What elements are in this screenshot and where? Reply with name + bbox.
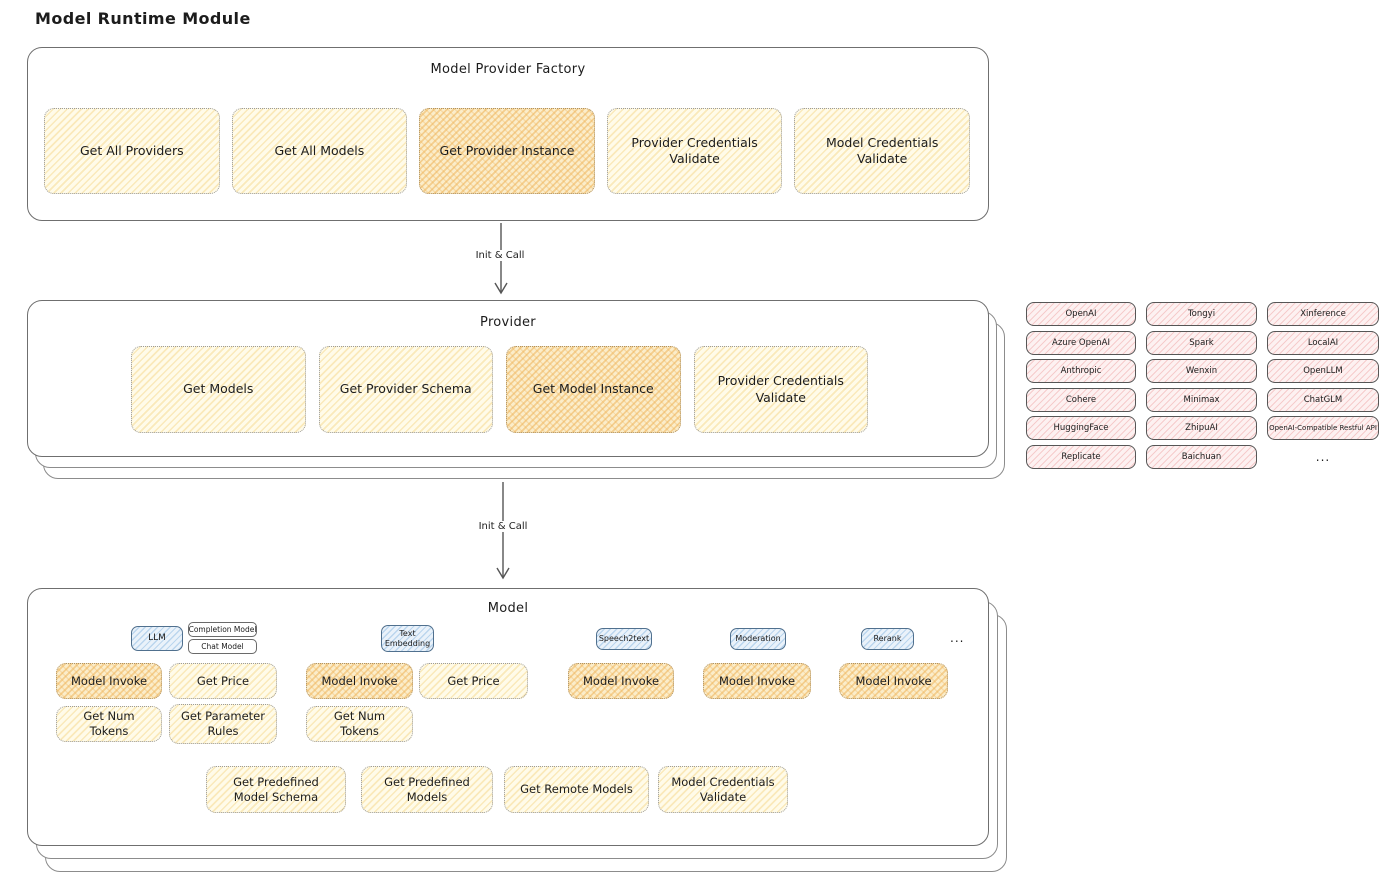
provider-chip-spark: Spark: [1146, 330, 1257, 355]
method-get-provider-schema: Get Provider Schema: [318, 346, 493, 433]
model-container: Model LLM Completion Model Chat Model Te…: [27, 588, 989, 846]
provider-chip-huggingface: HuggingFace: [1026, 416, 1136, 440]
method-get-models: Get Models: [131, 346, 306, 433]
factory-container: Model Provider Factory Get All Providers…: [27, 47, 989, 221]
method-get-all-models: Get All Models: [231, 108, 408, 194]
provider-chip-openai-compatible: OpenAI-Compatible Restful API: [1267, 416, 1379, 440]
method-speech2text-model-invoke: Model Invoke: [568, 663, 674, 699]
method-llm-get-parameter-rules: Get Parameter Rules: [169, 704, 277, 744]
tag-llm: LLM: [131, 626, 183, 651]
init-call-label-1: Init & Call: [470, 250, 530, 261]
provider-chip-tongyi: Tongyi: [1146, 302, 1257, 326]
method-embedding-get-num-tokens: Get Num Tokens: [306, 706, 413, 742]
provider-container: Provider Get Models Get Provider Schema …: [27, 300, 989, 457]
provider-chip-ellipsis: ...: [1315, 449, 1331, 464]
method-llm-model-invoke: Model Invoke: [56, 663, 162, 699]
tag-chat-model: Chat Model: [188, 639, 257, 654]
method-get-predefined-model-schema: Get Predefined Model Schema: [206, 766, 346, 813]
method-get-model-instance: Get Model Instance: [506, 346, 681, 433]
method-get-predefined-models: Get Predefined Models: [361, 766, 493, 813]
method-get-provider-instance: Get Provider Instance: [419, 108, 595, 194]
provider-title: Provider: [480, 315, 536, 330]
method-rerank-model-invoke: Model Invoke: [839, 663, 948, 699]
provider-chip-cohere: Cohere: [1026, 387, 1136, 412]
method-model-credentials-validate-2: Model Credentials Validate: [658, 766, 788, 813]
provider-chip-wenxin: Wenxin: [1146, 359, 1257, 383]
init-call-label-2: Init & Call: [473, 521, 533, 532]
provider-chip-zhipuai: ZhipuAI: [1146, 416, 1257, 440]
method-provider-credentials-validate: Provider Credentials Validate: [606, 108, 783, 194]
provider-chip-baichuan: Baichuan: [1146, 444, 1257, 469]
provider-chip-grid: OpenAI Tongyi Xinference Azure OpenAI Sp…: [1026, 302, 1379, 469]
provider-chip-minimax: Minimax: [1146, 387, 1257, 412]
provider-methods-row: Get Models Get Provider Schema Get Model…: [131, 346, 868, 433]
init-call-arrow-2: [496, 482, 510, 580]
method-llm-get-price: Get Price: [169, 663, 277, 699]
provider-chip-localai: LocalAI: [1267, 330, 1379, 355]
method-model-credentials-validate: Model Credentials Validate: [794, 108, 970, 194]
tag-text-embedding: Text Embedding: [381, 625, 434, 652]
method-provider-credentials-validate-2: Provider Credentials Validate: [693, 346, 868, 433]
method-get-all-providers: Get All Providers: [44, 108, 220, 194]
method-embedding-model-invoke: Model Invoke: [306, 663, 413, 699]
method-get-remote-models: Get Remote Models: [504, 766, 649, 813]
provider-chip-replicate: Replicate: [1026, 444, 1136, 469]
factory-title: Model Provider Factory: [430, 62, 586, 77]
tag-rerank: Rerank: [861, 628, 914, 650]
provider-chip-anthropic: Anthropic: [1026, 359, 1136, 383]
tag-moderation: Moderation: [730, 628, 786, 650]
provider-chip-chatglm: ChatGLM: [1267, 387, 1379, 412]
method-embedding-get-price: Get Price: [419, 663, 528, 699]
method-moderation-model-invoke: Model Invoke: [703, 663, 811, 699]
provider-chip-xinference: Xinference: [1267, 302, 1379, 326]
diagram-title: Model Runtime Module: [35, 9, 251, 28]
factory-methods-row: Get All Providers Get All Models Get Pro…: [44, 108, 970, 194]
model-tags-ellipsis: ...: [950, 631, 965, 645]
provider-chip-azure-openai: Azure OpenAI: [1026, 330, 1136, 355]
tag-speech2text: Speech2text: [596, 628, 652, 650]
method-llm-get-num-tokens: Get Num Tokens: [56, 706, 162, 742]
provider-chip-openai: OpenAI: [1026, 302, 1136, 326]
provider-chip-openllm: OpenLLM: [1267, 359, 1379, 383]
model-title: Model: [487, 601, 529, 616]
tag-completion-model: Completion Model: [188, 622, 257, 637]
